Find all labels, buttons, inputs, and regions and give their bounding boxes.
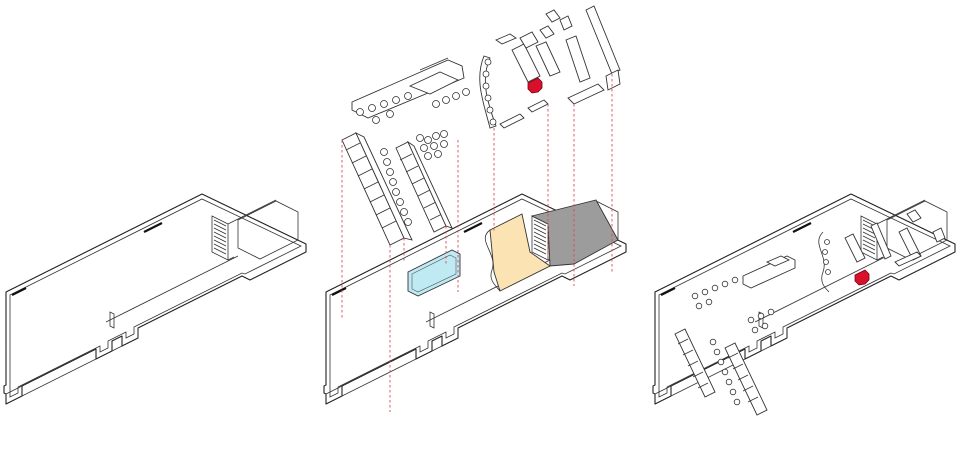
pool-zone (407, 249, 461, 297)
furnished-plan (651, 192, 957, 416)
projection-guides (341, 74, 613, 412)
lounge-group (479, 5, 621, 129)
bench-left (341, 132, 413, 246)
red-tree-icon (527, 77, 543, 94)
empty-plan (2, 192, 308, 406)
chairs-column (380, 130, 448, 226)
red-tree-icon (854, 269, 870, 286)
exploded-plan (322, 192, 628, 406)
bench-middle (395, 140, 453, 233)
exploded-furniture (341, 5, 621, 412)
bar-counter (351, 57, 470, 124)
